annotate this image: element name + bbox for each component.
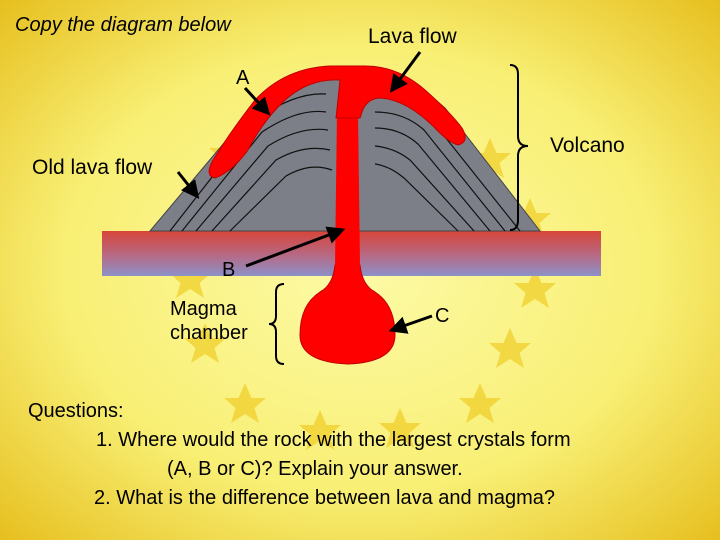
questions-block: Questions: 1. Where would the rock with … bbox=[28, 397, 708, 513]
question-1-line-1: 1. Where would the rock with the largest… bbox=[96, 429, 571, 451]
magma-chamber-brace bbox=[268, 283, 285, 365]
label-magma-chamber: Magma chamber bbox=[170, 297, 248, 345]
arrow-lava-flow bbox=[389, 51, 422, 93]
arrow-old-lava-flow bbox=[176, 171, 200, 199]
label-a: A bbox=[236, 67, 250, 89]
lava-flow-surface bbox=[208, 65, 466, 179]
arrow-c bbox=[388, 314, 433, 334]
label-lava-flow: Lava flow bbox=[368, 25, 457, 48]
magma-chamber bbox=[299, 264, 396, 365]
arrow-a bbox=[243, 86, 271, 116]
magma-pipe bbox=[335, 110, 360, 266]
label-old-lava-flow: Old lava flow bbox=[32, 156, 153, 179]
magma-chamber-line-1: Magma bbox=[170, 298, 237, 320]
questions-heading: Questions: bbox=[28, 400, 124, 422]
slide-title: Copy the diagram below bbox=[15, 14, 231, 36]
magma-chamber-line-2: chamber bbox=[170, 322, 248, 344]
question-2: 2. What is the difference between lava a… bbox=[94, 487, 556, 509]
label-volcano: Volcano bbox=[550, 134, 625, 157]
label-c: C bbox=[435, 305, 450, 327]
question-1-line-2: (A, B or C)? Explain your answer. bbox=[167, 458, 463, 480]
volcano-brace bbox=[509, 64, 529, 231]
arrow-b bbox=[245, 226, 346, 268]
label-b: B bbox=[222, 259, 236, 281]
label-arrows bbox=[176, 51, 433, 334]
